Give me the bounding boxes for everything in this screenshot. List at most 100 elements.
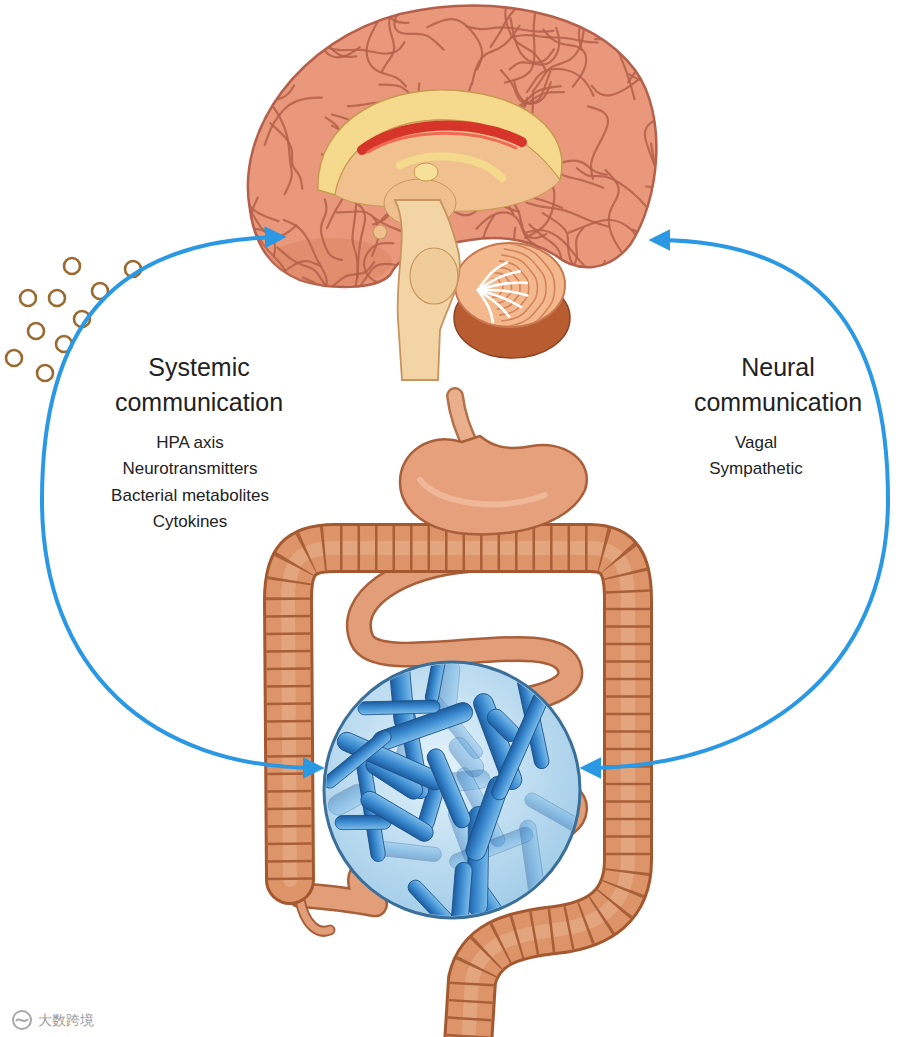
gyrus-line bbox=[382, 6, 396, 72]
gyrus-line bbox=[605, 170, 621, 251]
gyrus-line bbox=[303, 277, 371, 333]
red-band bbox=[362, 125, 522, 150]
particle bbox=[20, 290, 36, 306]
gyrus-line bbox=[626, 230, 658, 277]
stomach-highlight bbox=[420, 480, 545, 504]
gyrus-line bbox=[628, 35, 690, 83]
gyrus-line bbox=[547, 285, 575, 358]
neural-arrow bbox=[586, 240, 888, 768]
gyrus-line bbox=[511, 18, 554, 63]
red-band-highlight bbox=[368, 133, 516, 152]
communication-arrows bbox=[42, 237, 888, 768]
pathway-item: HPA axis bbox=[156, 432, 224, 454]
systemic-arrow bbox=[42, 237, 318, 768]
pons bbox=[410, 248, 458, 304]
colon-highlight bbox=[288, 548, 628, 1037]
pathway-heading: Neural communication bbox=[678, 350, 878, 420]
gyrus-line bbox=[629, 31, 689, 80]
arbor-vitae bbox=[478, 290, 493, 322]
gyrus-line bbox=[563, 0, 618, 37]
pathway-item: Cytokines bbox=[153, 511, 228, 533]
gyrus-line bbox=[554, 284, 637, 308]
gyrus-line bbox=[223, 85, 294, 99]
bacterium bbox=[320, 728, 393, 791]
gyrus-line bbox=[645, 118, 675, 189]
bacterium bbox=[448, 862, 473, 962]
gyrus-line bbox=[265, 98, 322, 145]
gyrus-line bbox=[240, 186, 296, 237]
pathway-item: Bacterial metabolites bbox=[111, 485, 269, 507]
gyrus-line bbox=[314, 0, 359, 28]
gyrus-line bbox=[594, 261, 620, 312]
microbiota-inset bbox=[320, 645, 592, 962]
stomach bbox=[400, 436, 587, 534]
bacterium bbox=[425, 746, 474, 830]
gyrus-line bbox=[394, 9, 443, 50]
gyrus-line bbox=[315, 7, 360, 57]
gyrus-line bbox=[367, 19, 406, 86]
particle bbox=[37, 365, 53, 381]
brain-gyri bbox=[216, 0, 720, 358]
bacterium bbox=[358, 788, 437, 845]
gyrus-line bbox=[241, 149, 279, 221]
gyrus-line bbox=[353, 199, 358, 295]
gyrus-line bbox=[577, 168, 652, 214]
bacterium bbox=[405, 877, 457, 931]
logo-wave bbox=[16, 1019, 28, 1021]
folium-line bbox=[506, 243, 555, 334]
gut-illustration bbox=[288, 396, 628, 1037]
folium-line bbox=[499, 261, 529, 315]
colon-haustra bbox=[288, 548, 628, 1037]
pathway-item: Vagal bbox=[735, 432, 777, 454]
gyrus-line bbox=[270, 123, 302, 189]
gyrus-line bbox=[380, 0, 408, 23]
watermark: 大数跨境 bbox=[38, 1010, 94, 1030]
thalamus-nucleus bbox=[414, 163, 438, 181]
pituitary bbox=[373, 225, 387, 239]
gyrus-line bbox=[481, 215, 501, 287]
gyrus-line bbox=[364, 243, 395, 283]
particle bbox=[6, 350, 22, 366]
gyrus-line bbox=[486, 250, 541, 302]
gyrus-line bbox=[569, 228, 583, 309]
gyrus-line bbox=[660, 0, 707, 55]
gyrus-line bbox=[501, 70, 551, 103]
colon bbox=[288, 548, 628, 1037]
bacterium bbox=[424, 645, 448, 705]
folium-line bbox=[504, 249, 546, 327]
gyrus-line bbox=[491, 0, 550, 47]
gyrus-line bbox=[527, 69, 593, 96]
watermark-logo bbox=[13, 1011, 31, 1029]
brain-illustration bbox=[216, 0, 720, 380]
gyrus-line bbox=[427, 19, 482, 70]
appendix bbox=[300, 900, 330, 931]
gyrus-line bbox=[294, 0, 314, 11]
folium-line bbox=[501, 255, 537, 321]
pathway-heading: Systemic communication bbox=[94, 350, 304, 420]
bacterium bbox=[387, 645, 415, 732]
arbor-vitae bbox=[478, 290, 509, 317]
cerebellum bbox=[455, 243, 565, 327]
gyrus-line bbox=[337, 211, 379, 255]
gyrus-line bbox=[646, 135, 681, 187]
particle bbox=[28, 323, 44, 339]
gyrus-line bbox=[256, 261, 320, 277]
pathway-item: Neurotransmitters bbox=[122, 458, 257, 480]
gyrus-line bbox=[251, 198, 290, 286]
bacterium bbox=[519, 819, 547, 903]
gyrus-line bbox=[277, 247, 337, 304]
colon-outline bbox=[288, 548, 628, 1037]
gyrus-line bbox=[511, 35, 598, 42]
gyrus-line bbox=[240, 54, 255, 124]
metabolite-particles bbox=[6, 258, 141, 381]
bacteria-group bbox=[320, 645, 592, 962]
cerebellum-folia bbox=[478, 243, 555, 334]
logo-ring bbox=[13, 1011, 31, 1029]
bacterium bbox=[358, 700, 440, 715]
particle bbox=[49, 290, 65, 306]
gyrus-line bbox=[347, 197, 365, 278]
appendix-outline bbox=[300, 900, 330, 931]
